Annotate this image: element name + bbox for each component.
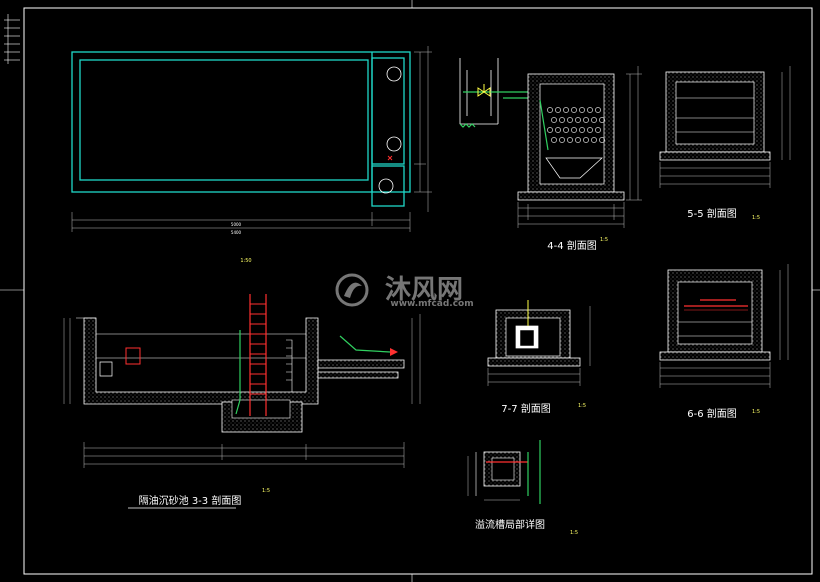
section-4-4-title: 4-4 剖面图 (547, 239, 597, 252)
perforation-hole (547, 107, 553, 113)
perforation-hole (579, 127, 585, 133)
perforation-hole (567, 117, 573, 123)
perforation-hole (599, 137, 605, 143)
svg-text:5400: 5400 (231, 230, 242, 235)
overflow-detail: 溢流槽局部详图 1:5 (467, 440, 578, 536)
watermark-url: www.mfcad.com (390, 299, 473, 309)
perforation-hole (583, 117, 589, 123)
section-5-5-scale: 1:5 (752, 215, 760, 221)
perforation-hole (599, 117, 605, 123)
perforation-hole (587, 127, 593, 133)
section-5-5-title: 5-5 剖面图 (687, 207, 737, 220)
perforation-hole (567, 137, 573, 143)
perforation-hole (547, 127, 553, 133)
perforation-hole (575, 137, 581, 143)
svg-text:5000: 5000 (231, 222, 242, 227)
perforation-hole (575, 117, 581, 123)
perforation-hole (551, 137, 557, 143)
section-3-3: 隔油沉砂池 3-3 剖面图 1:5 (63, 294, 421, 509)
overflow-detail-title: 溢流槽局部详图 (475, 518, 545, 531)
perforation-hole (559, 137, 565, 143)
section-4-4: 4-4 剖面图 1:5 (459, 58, 642, 252)
section-3-3-title: 隔油沉砂池 3-3 剖面图 (139, 494, 242, 507)
perforation-hole (595, 127, 601, 133)
section-6-6-scale: 1:5 (752, 409, 760, 415)
perforated-plate (547, 107, 605, 143)
perforation-hole (559, 117, 565, 123)
perforation-hole (571, 107, 577, 113)
plan-scale-label: 1:50 (240, 258, 251, 264)
perforation-hole (555, 107, 561, 113)
perforation-hole (583, 137, 589, 143)
overflow-detail-scale: 1:5 (570, 530, 578, 536)
section-7-7-title: 7-7 剖面图 (501, 402, 551, 415)
perforation-hole (595, 107, 601, 113)
perforation-hole (591, 137, 597, 143)
perforation-hole (563, 127, 569, 133)
perforation-hole (587, 107, 593, 113)
perforation-hole (555, 127, 561, 133)
perforation-hole (563, 107, 569, 113)
section-5-5: 5-5 剖面图 1:5 (659, 66, 791, 221)
section-6-6: 6-6 剖面图 1:5 (659, 264, 789, 420)
section-7-7: 7-7 剖面图 1:5 (487, 300, 591, 415)
section-6-6-title: 6-6 剖面图 (687, 407, 737, 420)
perforation-hole (591, 117, 597, 123)
perforation-hole (551, 117, 557, 123)
section-4-4-scale: 1:5 (600, 237, 608, 243)
watermark-brand: 沐风网 (385, 275, 463, 305)
watermark: 沐风网 www.mfcad.com (335, 273, 474, 309)
plan-view: 5000 5400 1:50 (71, 46, 432, 264)
perforation-hole (579, 107, 585, 113)
watermark-logo (335, 273, 369, 307)
section-7-7-scale: 1:5 (578, 403, 586, 409)
section-3-3-scale: 1:5 (262, 488, 270, 494)
perforation-hole (571, 127, 577, 133)
